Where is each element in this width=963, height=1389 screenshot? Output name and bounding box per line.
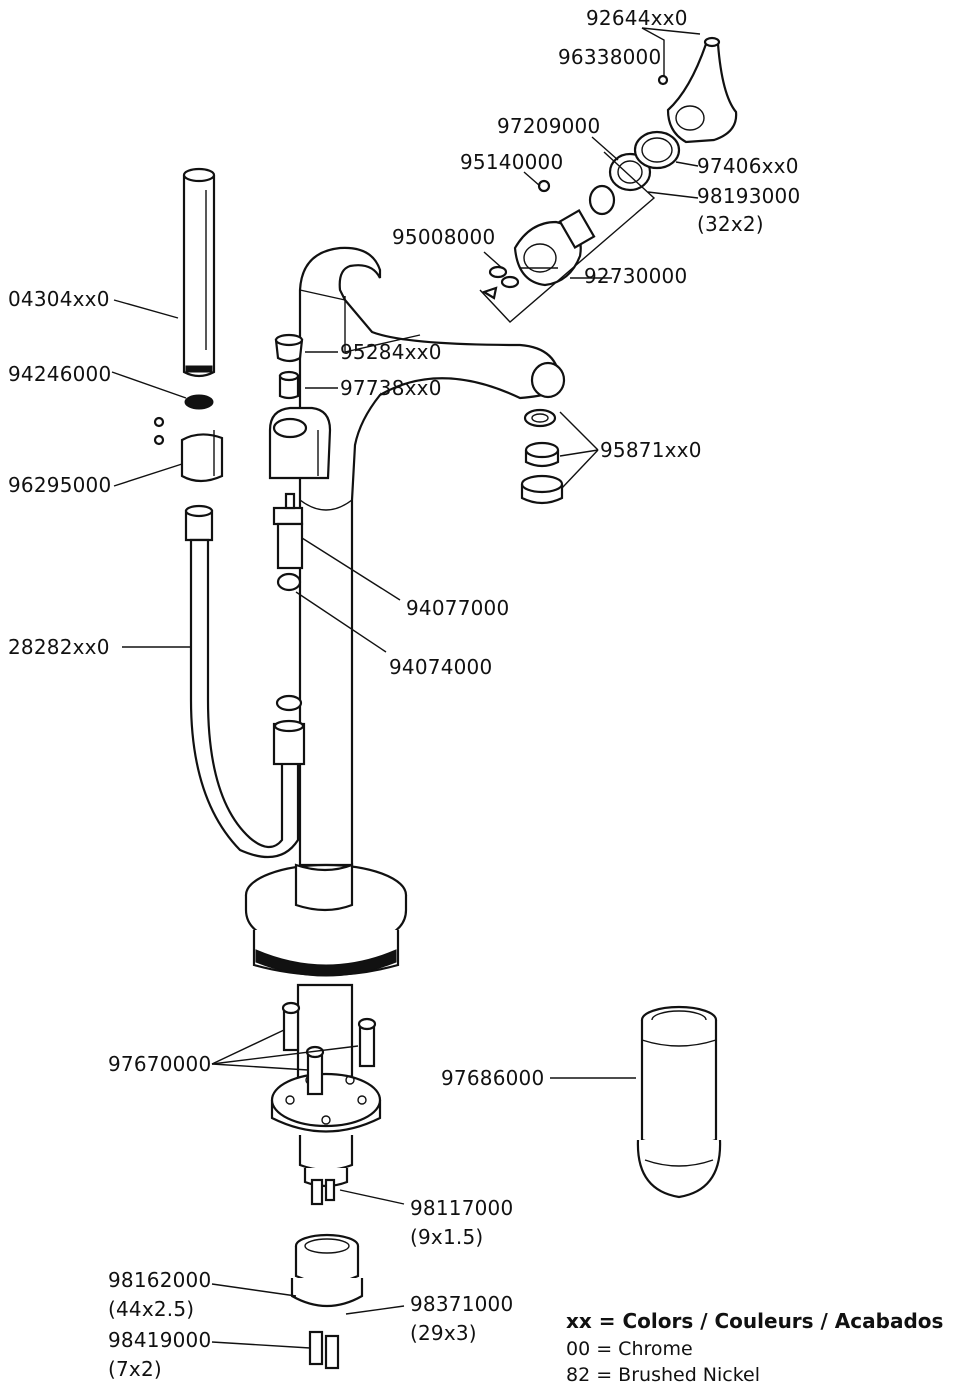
lower-valve xyxy=(298,1135,354,1206)
color-legend-title: xx = Colors / Couleurs / Acabados xyxy=(566,1309,944,1333)
plug-caps xyxy=(274,333,304,400)
part-label-94074000: 94074000 xyxy=(389,655,493,679)
part-size-98193000: (32x2) xyxy=(697,212,764,236)
faucet-body xyxy=(298,246,566,867)
holder-bracket xyxy=(268,406,332,480)
color-legend-item: 00 = Chrome xyxy=(566,1338,693,1360)
part-size-98419000: (7x2) xyxy=(108,1357,162,1381)
flange-bolts xyxy=(281,1001,377,1096)
aerator-parts xyxy=(520,408,564,505)
lower-pins xyxy=(308,1330,340,1370)
base xyxy=(244,863,408,977)
part-label-92730000: 92730000 xyxy=(584,264,688,288)
part-size-98162000: (44x2.5) xyxy=(108,1297,195,1321)
part-label-94246000: 94246000 xyxy=(8,362,112,386)
part-label-95871xx0: 95871xx0 xyxy=(600,438,702,462)
shower-washer xyxy=(184,394,214,410)
part-label-97209000: 97209000 xyxy=(497,114,601,138)
part-label-28282xx0: 28282xx0 xyxy=(8,635,110,659)
part-label-98193000: 98193000 xyxy=(697,184,801,208)
mixing-cartridge xyxy=(481,179,616,300)
part-label-95140000: 95140000 xyxy=(460,150,564,174)
part-label-95284xx0: 95284xx0 xyxy=(340,340,442,364)
part-label-98419000: 98419000 xyxy=(108,1328,212,1352)
part-label-04304xx0: 04304xx0 xyxy=(8,287,110,311)
extension-sleeve xyxy=(636,1005,722,1199)
part-label-94077000: 94077000 xyxy=(406,596,510,620)
hand-shower xyxy=(182,167,216,378)
part-label-96338000: 96338000 xyxy=(558,45,662,69)
diverter-cartridge xyxy=(272,492,304,592)
shower-hose xyxy=(184,504,306,859)
part-label-97406xx0: 97406xx0 xyxy=(697,154,799,178)
part-label-96295000: 96295000 xyxy=(8,473,112,497)
lever-handle xyxy=(657,36,738,144)
part-label-92644xx0: 92644xx0 xyxy=(586,6,688,30)
shower-holder-clip xyxy=(153,416,224,483)
leader-lines xyxy=(111,27,701,1349)
part-label-98117000: 98117000 xyxy=(410,1196,514,1220)
part-label-97738xx0: 97738xx0 xyxy=(340,376,442,400)
part-size-98117000: (9x1.5) xyxy=(410,1225,484,1249)
part-label-97686000: 97686000 xyxy=(441,1066,545,1090)
cartridge-nuts xyxy=(608,130,681,192)
flange xyxy=(270,1072,382,1133)
part-label-97670000: 97670000 xyxy=(108,1052,212,1076)
part-size-98371000: (29x3) xyxy=(410,1321,477,1345)
part-label-98371000: 98371000 xyxy=(410,1292,514,1316)
lower-adapter xyxy=(290,1233,364,1307)
color-legend-item: 82 = Brushed Nickel xyxy=(566,1364,761,1386)
part-label-98162000: 98162000 xyxy=(108,1268,212,1292)
part-label-95008000: 95008000 xyxy=(392,225,496,249)
